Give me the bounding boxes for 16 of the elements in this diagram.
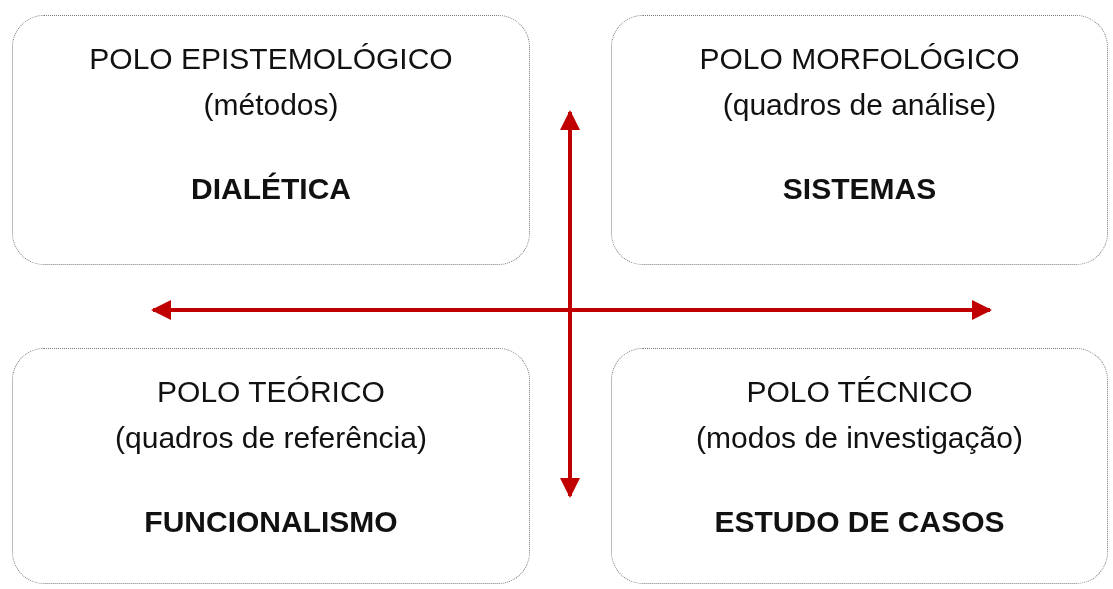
rounded-box bbox=[611, 348, 1108, 584]
pole-example: DIALÉTICA bbox=[190, 172, 352, 206]
pole-title: POLO EPISTEMOLÓGICO bbox=[88, 42, 454, 76]
pole-title: POLO TEÓRICO bbox=[156, 375, 386, 409]
pole-title: POLO MORFOLÓGICO bbox=[698, 42, 1021, 76]
pole-subtitle: (quadros de referência) bbox=[114, 421, 428, 455]
rounded-box bbox=[12, 15, 530, 265]
rounded-box bbox=[611, 15, 1108, 265]
pole-subtitle: (modos de investigação) bbox=[695, 421, 1024, 455]
pole-example: FUNCIONALISMO bbox=[143, 505, 399, 539]
pole-example: ESTUDO DE CASOS bbox=[713, 505, 1006, 539]
pole-subtitle: (quadros de análise) bbox=[721, 88, 998, 122]
pole-title: POLO TÉCNICO bbox=[745, 375, 974, 409]
pole-subtitle: (métodos) bbox=[202, 88, 340, 122]
pole-example: SISTEMAS bbox=[781, 172, 938, 206]
rounded-box bbox=[12, 348, 530, 584]
